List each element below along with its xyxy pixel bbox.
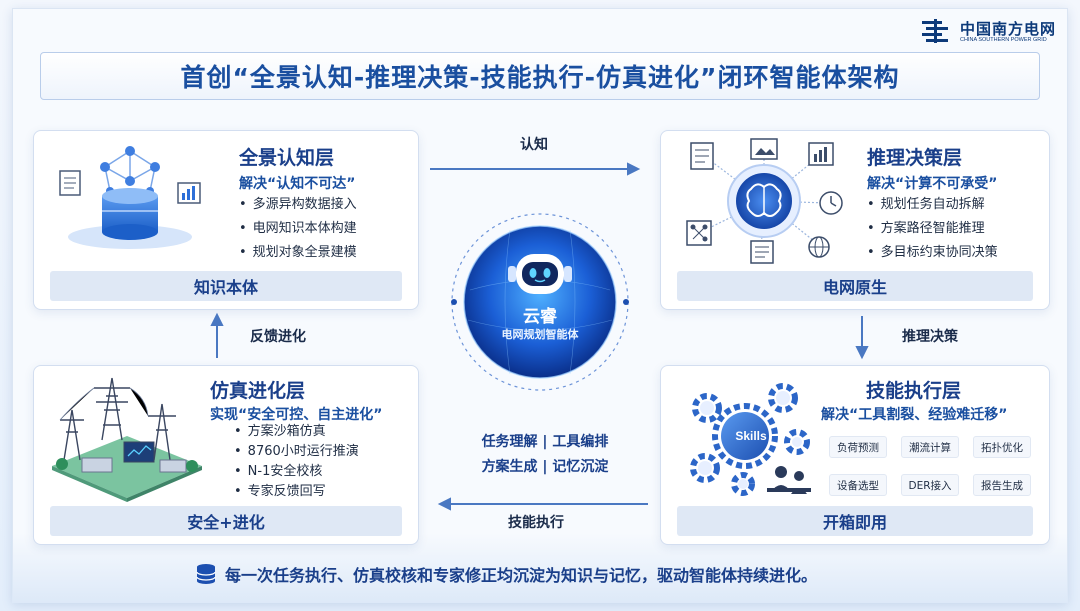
arrow-label-execution: 技能执行 — [508, 515, 564, 531]
agent-capabilities: 任务理解 | 工具编排 方案生成 | 记忆沉淀 — [465, 430, 625, 480]
page-title: 首创“全景认知-推理决策-技能执行-仿真进化”闭环智能体架构 — [180, 63, 900, 92]
card-footer: 开箱即用 — [677, 506, 1033, 536]
card-reasoning-decision: 推理决策层 解决“计算不可承受” 规划任务自动拆解 方案路径智能推理 多目标约束… — [660, 130, 1050, 310]
company-logo: 中国南方电网 CHINA SOUTHERN POWER GRID — [920, 18, 1070, 48]
arrow-left-head — [437, 497, 451, 511]
arrow-label-reasoning: 推理决策 — [902, 329, 958, 345]
agent-subtitle: 电网规划智能体 — [501, 328, 579, 341]
substation-tower-icon — [52, 377, 202, 502]
robot-orb-icon — [451, 213, 629, 391]
card-subtitle: 解决“计算不可承受” — [867, 176, 998, 192]
title-bar: 首创“全景认知-推理决策-技能执行-仿真进化”闭环智能体架构 — [40, 52, 1040, 100]
database-icon — [196, 564, 216, 584]
skills-label: Skills — [735, 429, 767, 443]
card-bullet-list: 规划任务自动拆解 方案路径智能推理 多目标约束协同决策 — [867, 193, 998, 265]
card-simulation-evolution: 仿真进化层 实现“安全可控、自主进化” 方案沙箱仿真 8760小时运行推演 N-… — [33, 365, 419, 545]
list-item: 专家反馈回写 — [234, 482, 359, 502]
logo-name: 中国南方电网 — [960, 20, 1057, 38]
central-agent: 云睿 电网规划智能体 — [440, 210, 640, 395]
arrow-down-head — [855, 346, 869, 360]
list-item: 规划对象全景建模 — [239, 241, 357, 265]
skill-tag: 报告生成 — [973, 474, 1031, 496]
card-heading: 仿真进化层 — [210, 380, 306, 402]
bottom-note-text: 每一次任务执行、仿真校核和专家修正均沉淀为知识与记忆，驱动智能体持续进化。 — [225, 566, 818, 585]
skill-tag: 设备选型 — [829, 474, 887, 496]
logo-english: CHINA SOUTHERN POWER GRID — [960, 37, 1047, 43]
card-subtitle: 解决“认知不可达” — [239, 176, 356, 192]
skill-tag: 拓扑优化 — [973, 436, 1031, 458]
list-item: 规划任务自动拆解 — [867, 193, 998, 217]
arrow-label-cognition: 认知 — [520, 137, 548, 153]
list-item: 多源异构数据接入 — [239, 193, 357, 217]
database-network-icon — [59, 146, 201, 249]
card-bullet-list: 多源异构数据接入 电网知识本体构建 规划对象全景建模 — [239, 193, 357, 265]
card-heading: 推理决策层 — [867, 147, 963, 169]
card-footer: 电网原生 — [677, 271, 1033, 301]
list-item: N-1安全校核 — [234, 462, 359, 482]
card-bullet-list: 方案沙箱仿真 8760小时运行推演 N-1安全校核 专家反馈回写 — [234, 422, 359, 502]
skill-tag: DER接入 — [901, 474, 959, 496]
card-subtitle: 实现“安全可控、自主进化” — [210, 407, 383, 423]
arrow-up-head — [210, 312, 224, 326]
card-footer: 知识本体 — [50, 271, 402, 301]
brain-hub-icon — [686, 138, 843, 264]
skill-tag: 潮流计算 — [901, 436, 959, 458]
arrow-right-head — [627, 162, 641, 176]
list-item: 多目标约束协同决策 — [867, 241, 998, 265]
card-heading: 技能执行层 — [866, 380, 962, 402]
capability-line: 方案生成 | 记忆沉淀 — [481, 459, 609, 475]
list-item: 方案沙箱仿真 — [234, 422, 359, 442]
card-panoramic-cognition: 全景认知层 解决“认知不可达” 多源异构数据接入 电网知识本体构建 规划对象全景… — [33, 130, 419, 310]
gears-skills-icon — [690, 383, 811, 496]
card-subtitle: 解决“工具割裂、经验难迁移” — [821, 407, 1008, 423]
list-item: 电网知识本体构建 — [239, 217, 357, 241]
card-skill-execution: Skills 技能执行层 解决“工具割裂、经验难迁移” 负荷预测 潮流计算 拓扑… — [660, 365, 1050, 545]
list-item: 8760小时运行推演 — [234, 442, 359, 462]
skill-tag: 负荷预测 — [829, 436, 887, 458]
bottom-note: 每一次任务执行、仿真校核和专家修正均沉淀为知识与记忆，驱动智能体持续进化。 — [195, 562, 817, 586]
card-heading: 全景认知层 — [239, 147, 335, 169]
skill-tags: 负荷预测 潮流计算 拓扑优化 设备选型 DER接入 报告生成 — [829, 436, 1034, 502]
agent-name: 云睿 — [523, 307, 557, 327]
capability-line: 任务理解 | 工具编排 — [481, 434, 609, 450]
arrow-label-feedback: 反馈进化 — [250, 329, 306, 345]
list-item: 方案路径智能推理 — [867, 217, 998, 241]
card-footer: 安全+进化 — [50, 506, 402, 536]
csg-logo-icon — [922, 19, 948, 43]
